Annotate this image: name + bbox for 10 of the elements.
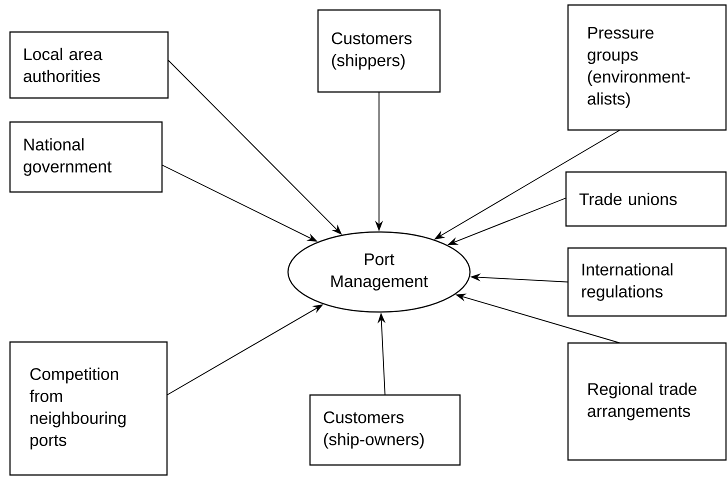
- text-box: Trade unions: [565, 171, 727, 227]
- text-box: National government: [9, 121, 163, 193]
- text-box: Pressure groups (environment-alists): [567, 4, 727, 131]
- text-box: Customers (ship-owners): [309, 394, 461, 466]
- text-box: International regulations: [567, 247, 727, 317]
- text-box: Competition from neighbouring ports: [9, 341, 168, 476]
- text-box: Regional trade arrangements: [567, 342, 727, 461]
- text-box: Local area authorities: [9, 31, 169, 99]
- ellipse-node: Port Management: [287, 231, 471, 313]
- text-box: Customers (shippers): [317, 9, 441, 93]
